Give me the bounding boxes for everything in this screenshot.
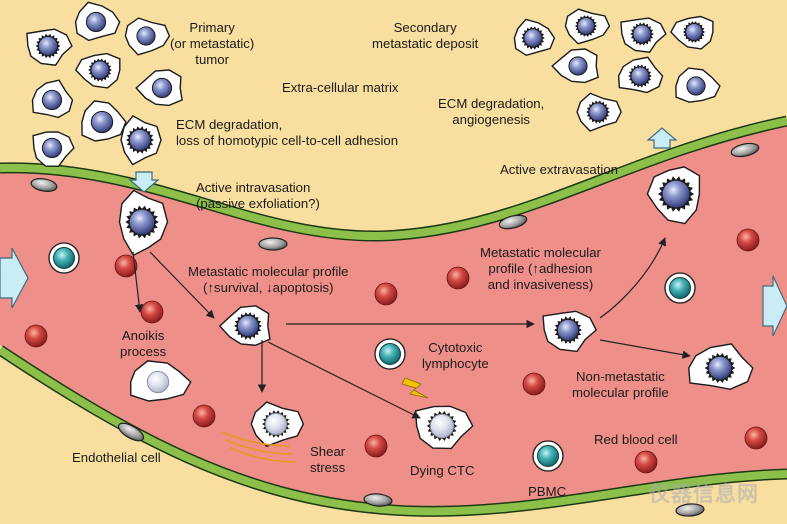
- watermark-text: 仪器信息网: [649, 483, 759, 506]
- red-blood-cell: [736, 228, 760, 252]
- dying-tumor-cell: [129, 360, 192, 402]
- label-pbmc: PBMC: [528, 484, 567, 499]
- lymphocyte: [48, 242, 80, 274]
- tumor-cell: [118, 189, 169, 257]
- tumor-cell: [551, 48, 599, 84]
- tumor-cell: [670, 15, 714, 50]
- tumor-cell: [120, 114, 162, 166]
- label-profile-adhesion: Metastatic molecular profile (↑adhesion …: [480, 245, 601, 292]
- flow-arrow-right: [762, 275, 787, 337]
- label-cytotoxic: Cytotoxic lymphocyte: [422, 340, 489, 371]
- red-blood-cell: [114, 254, 138, 278]
- tumor-cell: [31, 79, 74, 119]
- tumor-cell: [218, 305, 271, 347]
- tumor-cell: [617, 56, 664, 94]
- label-endothelial: Endothelial cell: [72, 450, 161, 465]
- tumor-cell: [646, 166, 701, 225]
- tumor-cell: [564, 8, 611, 45]
- flow-arrow-left: [0, 247, 29, 309]
- tumor-cell: [620, 17, 667, 53]
- tumor-cell: [74, 1, 121, 42]
- label-secondary-deposit: Secondary metastatic deposit: [372, 20, 479, 51]
- label-ecm-degradation-adhesion: ECM degradation, loss of homotypic cell-…: [176, 117, 399, 148]
- extravasation-arrow: [646, 127, 678, 149]
- label-active-extravasation: Active extravasation: [500, 162, 619, 177]
- endothelial-cells: [30, 142, 760, 517]
- label-shear: Shear stress: [310, 444, 346, 475]
- shear-stress-lines: [221, 431, 297, 463]
- label-active-intravasation: Active intravasation (passive exfoliatio…: [196, 180, 320, 211]
- tumor-cell: [576, 92, 622, 132]
- tumor-cell: [32, 131, 75, 168]
- tumor-cell: [81, 100, 127, 142]
- dying-tumor-cell: [414, 405, 474, 450]
- label-dying-ctc: Dying CTC: [410, 463, 475, 478]
- red-blood-cell: [364, 434, 388, 458]
- dying-tumor-cell: [250, 401, 305, 448]
- tumor-cell: [124, 17, 171, 56]
- tumor-cell: [675, 67, 721, 103]
- tumor-cell: [513, 18, 556, 57]
- tumor-cell: [26, 28, 73, 66]
- intravasation-arrow: [128, 171, 160, 193]
- label-red-blood-cell: Red blood cell: [594, 432, 678, 447]
- red-blood-cell: [446, 266, 470, 290]
- red-blood-cell: [522, 372, 546, 396]
- label-ecm-degradation-angiogenesis: ECM degradation, angiogenesis: [438, 96, 545, 127]
- label-non-metastatic: Non-metastatic molecular profile: [572, 369, 669, 400]
- red-blood-cell: [374, 282, 398, 306]
- tumor-cell: [135, 69, 183, 107]
- lymphocyte: [374, 338, 406, 370]
- label-ecm: Extra-cellular matrix: [282, 80, 399, 95]
- red-blood-cell: [192, 404, 216, 428]
- label-anoikis: Anoikis process: [120, 328, 167, 359]
- tumor-cell: [542, 310, 598, 353]
- lightning-icon: [401, 377, 429, 399]
- lymphocyte: [532, 440, 564, 472]
- red-blood-cell: [744, 426, 768, 450]
- label-primary-tumor: Primary (or metastatic) tumor: [170, 20, 255, 67]
- lymphocyte: [664, 272, 696, 304]
- label-profile-survival: Metastatic molecular profile (↑survival,…: [188, 264, 349, 295]
- pathway-arrows: [132, 237, 691, 419]
- red-blood-cell: [24, 324, 48, 348]
- red-blood-cell: [140, 300, 164, 324]
- tumor-cell: [688, 343, 754, 391]
- red-blood-cell: [634, 450, 658, 474]
- cells: [24, 1, 768, 474]
- tumor-cell: [74, 52, 121, 89]
